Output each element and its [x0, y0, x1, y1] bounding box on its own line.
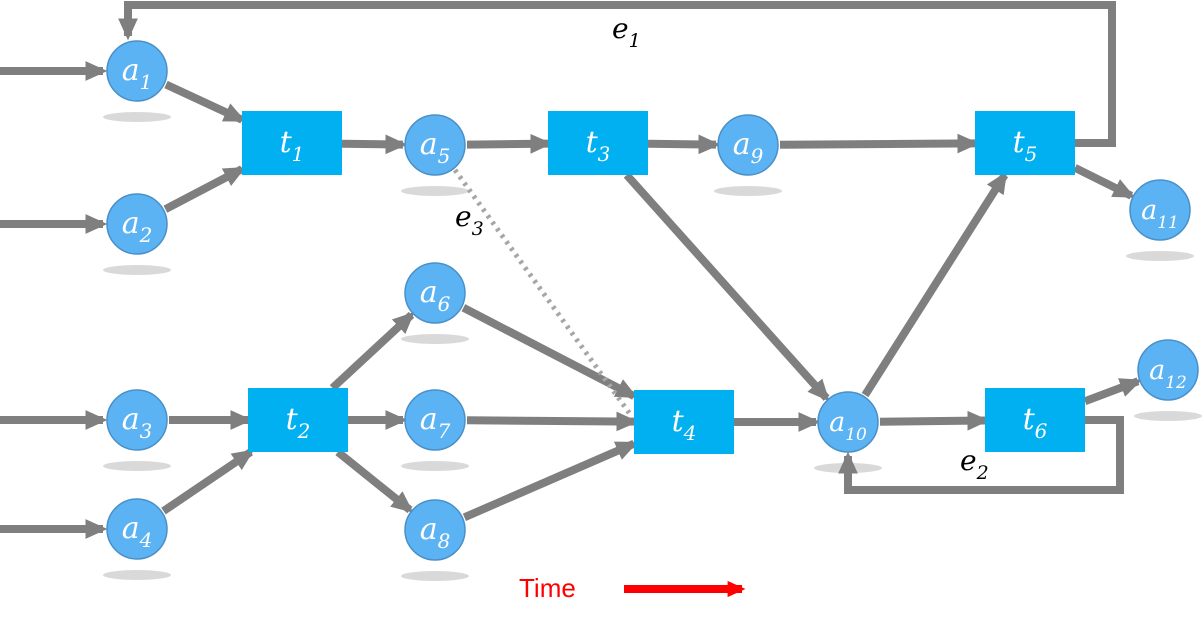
edges-layer [0, 1, 1143, 539]
node-circle [106, 498, 168, 560]
node-shadow [103, 112, 171, 122]
node-label-t2: t2 [286, 402, 311, 443]
edge-a6-to-t4 [461, 304, 638, 400]
edge-a8-to-t4 [462, 440, 639, 521]
node-t2: t2 [248, 388, 348, 452]
node-label-a3: a3 [122, 402, 153, 443]
edge-a2-to-t1 [163, 165, 246, 213]
node-shadow [401, 186, 469, 196]
edge-t3-to-a10 [623, 172, 830, 402]
node-shadows [103, 112, 1202, 581]
node-circle [1129, 179, 1191, 241]
time-label: Time [519, 573, 576, 603]
node-a9: a9 [717, 114, 779, 176]
node-rect [242, 111, 342, 175]
node-circle [404, 262, 466, 324]
time-indicator: Time [519, 573, 746, 603]
nodes-layer: a1 a2 a3 a4 a5 a6 a7 a8 a9 a10 a11 a12 t1 t2 t3 t4 t5 t6 [106, 40, 1199, 561]
node-label-a12: a12 [1149, 355, 1187, 393]
node-circle [1137, 339, 1199, 401]
node-a7: a7 [404, 389, 466, 451]
edge-t5-to-a11 [1073, 164, 1136, 200]
node-label-a2: a2 [122, 206, 153, 247]
node-circle [404, 389, 466, 451]
node-a8: a8 [404, 499, 466, 561]
edge-labels-layer: e1 e2 e3 [455, 12, 989, 484]
edge-a5-to-t4 [452, 168, 633, 416]
node-shadow [103, 265, 171, 275]
edge-t6-to-a12 [1083, 377, 1143, 405]
node-a1: a1 [106, 40, 168, 102]
node-rect [634, 390, 734, 454]
edge-a5-to-t3 [466, 133, 553, 154]
node-a4: a4 [106, 498, 168, 560]
node-shadow [1134, 411, 1202, 421]
node-rect [548, 111, 648, 175]
node-label-t4: t4 [672, 404, 697, 445]
edge-a4-to-t2 [161, 448, 255, 515]
node-t4: t4 [634, 390, 734, 454]
node-label-t3: t3 [586, 125, 611, 166]
edge-a10-to-t5 [861, 171, 1009, 398]
edge-t3-to-a9 [647, 134, 721, 155]
edge-label-e1: e1 [612, 12, 641, 52]
node-label-a8: a8 [420, 512, 451, 553]
node-circle [404, 114, 466, 176]
node-shadow [401, 571, 469, 581]
edge-a7-to-t4 [466, 411, 639, 432]
node-a6: a6 [404, 262, 466, 324]
edge-a1-to-t1 [164, 80, 246, 124]
node-a11: a11 [1129, 179, 1191, 241]
node-label-a10: a10 [829, 407, 867, 445]
node-t3: t3 [548, 111, 648, 175]
node-label-a1: a1 [122, 53, 153, 94]
node-label-t1: t1 [280, 125, 305, 166]
node-shadow [103, 461, 171, 471]
node-a12: a12 [1137, 339, 1199, 401]
node-label-t5: t5 [1013, 125, 1038, 166]
node-circle [817, 391, 879, 453]
edge-t6-to-a10 [838, 416, 1124, 494]
node-shadow [1126, 251, 1194, 261]
edge-t2-to-a6 [329, 311, 415, 391]
node-circle [106, 40, 168, 102]
edge-label-e3: e3 [455, 200, 484, 240]
edge-t1-to-a5 [341, 134, 408, 155]
node-label-t6: t6 [1023, 402, 1048, 443]
node-label-a9: a9 [733, 127, 764, 168]
node-a3: a3 [106, 389, 168, 451]
node-a2: a2 [106, 193, 168, 255]
node-shadow [401, 461, 469, 471]
edge-a10-to-t6 [879, 410, 990, 431]
node-label-a4: a4 [122, 511, 153, 552]
node-shadow [401, 334, 469, 344]
edge-t5-to-a1 [118, 1, 1116, 147]
node-a5: a5 [404, 114, 466, 176]
edge-label-e2: e2 [960, 444, 989, 484]
node-circle [106, 389, 168, 451]
node-shadow [714, 186, 782, 196]
node-label-a6: a6 [420, 275, 451, 316]
edge-a9-to-t5 [779, 133, 980, 154]
node-rect [975, 111, 1075, 175]
node-t6: t6 [985, 388, 1085, 452]
node-circle [404, 499, 466, 561]
node-t1: t1 [242, 111, 342, 175]
edge-t2-to-a8 [335, 448, 414, 514]
node-circle [717, 114, 779, 176]
node-rect [248, 388, 348, 452]
node-label-a7: a7 [420, 402, 451, 443]
node-shadow [103, 570, 171, 580]
node-t5: t5 [975, 111, 1075, 175]
node-label-a5: a5 [420, 127, 451, 168]
node-rect [985, 388, 1085, 452]
node-label-a11: a11 [1141, 195, 1179, 233]
node-circle [106, 193, 168, 255]
node-a10: a10 [817, 391, 879, 453]
